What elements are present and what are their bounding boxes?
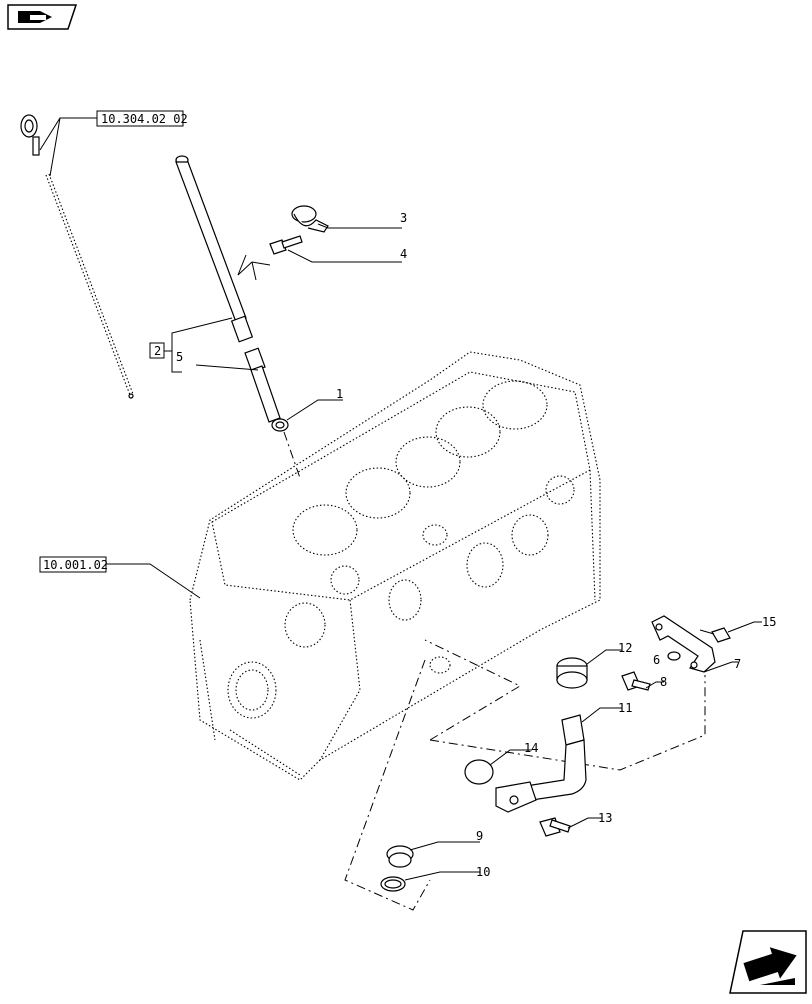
callout-3[interactable]: 3 — [400, 211, 407, 225]
callout-1[interactable]: 1 — [336, 387, 343, 401]
pipe-bolt — [539, 817, 571, 837]
clip-bolt — [269, 235, 303, 255]
gasket — [464, 759, 494, 785]
callout-9[interactable]: 9 — [476, 829, 483, 843]
callout-6[interactable]: 6 — [653, 653, 660, 667]
bracket-bolt-upper — [699, 627, 731, 643]
callout-11[interactable]: 11 — [618, 701, 632, 715]
callout-15[interactable]: 15 — [762, 615, 776, 629]
drain-plug — [386, 845, 414, 868]
svg-text:2: 2 — [154, 344, 161, 358]
callout-5[interactable]: 5 — [176, 350, 183, 364]
filler-cap — [556, 657, 588, 689]
dipstick — [20, 114, 134, 399]
callout-12[interactable]: 12 — [618, 641, 632, 655]
ref-box-engine-block[interactable]: 10.001.02 — [39, 556, 108, 573]
ref-box-dipstick[interactable]: 10.304.02 02 — [96, 110, 188, 127]
svg-text:10.001.02: 10.001.02 — [43, 558, 108, 572]
manual-book-icon[interactable] — [7, 4, 78, 30]
dipstick-tube — [175, 155, 281, 423]
bracket-bolt-lower — [621, 671, 651, 691]
callout-8[interactable]: 8 — [660, 675, 667, 689]
callout-10[interactable]: 10 — [476, 865, 490, 879]
callout-14[interactable]: 14 — [524, 741, 538, 755]
callout-13[interactable]: 13 — [598, 811, 612, 825]
oil-filler-pipe — [495, 714, 587, 813]
ref-box-bracket[interactable]: 2 — [149, 342, 165, 359]
engine-block — [189, 351, 601, 781]
next-page-arrow-icon[interactable] — [729, 930, 807, 994]
washer — [667, 651, 681, 661]
svg-text:10.304.02 02: 10.304.02 02 — [101, 112, 188, 126]
callout-7[interactable]: 7 — [734, 657, 741, 671]
tube-clip — [291, 205, 329, 233]
plug-seal-ring — [380, 876, 406, 892]
callout-4[interactable]: 4 — [400, 247, 407, 261]
mounting-bracket — [651, 615, 716, 673]
